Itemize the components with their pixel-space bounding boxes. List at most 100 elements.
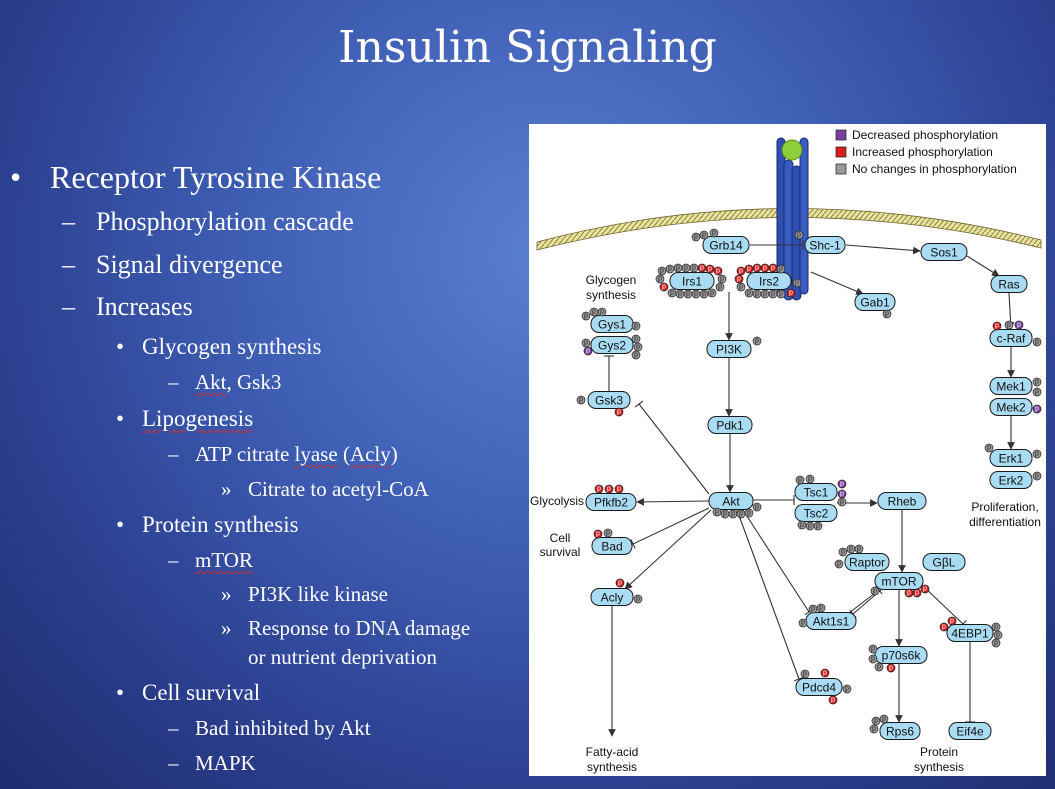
- node-mek1: Mek1: [989, 377, 1033, 395]
- node-ebp1: 4EBP1: [946, 624, 994, 642]
- node-acly: Acly: [590, 588, 634, 606]
- edge-sos1-to-ras: [966, 255, 1000, 277]
- svg-text:p: p: [1035, 389, 1039, 396]
- node-label-gab1: Gab1: [860, 296, 890, 310]
- phospho-site-mek1-0: p: [1032, 377, 1042, 387]
- svg-text:p: p: [816, 523, 820, 530]
- phospho-site-irs1-10: p: [659, 282, 669, 292]
- edge-akt-to-akt1s1: [742, 509, 810, 613]
- phospho-site-tsc2-1: p: [805, 521, 815, 531]
- phospho-site-tsc1-4: p: [837, 497, 847, 507]
- node-shc1: Shc-1: [804, 236, 846, 254]
- svg-text:p: p: [808, 523, 812, 530]
- svg-text:p: p: [720, 276, 724, 283]
- node-mtor: mTOR: [874, 572, 924, 590]
- node-label-mtor: mTOR: [881, 575, 916, 589]
- svg-text:p: p: [907, 590, 911, 597]
- node-gbl: GβL: [922, 553, 966, 571]
- bullet-mapk: –MAPK: [168, 751, 256, 775]
- svg-text:p: p: [596, 531, 600, 538]
- phospho-site-irs1-8: p: [717, 274, 727, 284]
- phospho-site-irs1-7: p: [713, 266, 723, 276]
- svg-text:p: p: [702, 232, 706, 239]
- svg-text:p: p: [763, 291, 767, 298]
- node-label-p70s6k: p70s6k: [882, 649, 922, 663]
- svg-text:p: p: [618, 580, 622, 587]
- node-label-sos1: Sos1: [930, 246, 958, 260]
- svg-text:p: p: [811, 606, 815, 613]
- phospho-site-ebp1-3: p: [993, 630, 1003, 640]
- phospho-site-mek1-1: p: [1032, 387, 1042, 397]
- phospho-site-raptor-2: p: [854, 544, 864, 554]
- svg-text:p: p: [694, 291, 698, 298]
- node-label-pdk1: Pdk1: [716, 419, 744, 433]
- svg-text:p: p: [871, 646, 875, 653]
- label-cell2: survival: [540, 545, 581, 559]
- phospho-site-gys2-1: p: [583, 346, 593, 356]
- phospho-site-gys1-0: p: [581, 311, 591, 321]
- node-irs2: Irs2: [746, 272, 792, 290]
- phospho-site-gys1-1: p: [589, 307, 599, 317]
- phospho-site-irs1-0: p: [657, 266, 667, 276]
- node-pdk1: Pdk1: [707, 416, 753, 434]
- node-label-akt1s1: Akt1s1: [813, 615, 850, 629]
- svg-text:p: p: [668, 266, 672, 273]
- svg-text:p: p: [670, 290, 674, 297]
- phospho-site-grb14-0: p: [691, 232, 701, 242]
- phospho-site-irs2-5: p: [776, 264, 786, 274]
- phospho-site-tsc2-0: p: [797, 520, 807, 530]
- node-label-craf: c-Raf: [997, 332, 1026, 346]
- phospho-site-irs1-13: p: [683, 289, 693, 299]
- phospho-site-irs1-6: p: [705, 264, 715, 274]
- legend-swatch-1: [835, 146, 847, 158]
- svg-text:p: p: [795, 280, 799, 287]
- phospho-site-irs2-14: p: [786, 288, 796, 298]
- phospho-site-irs1-4: p: [689, 263, 699, 273]
- phospho-site-gys1-2: p: [597, 307, 607, 317]
- label-glycolysis: Glycolysis: [530, 494, 584, 508]
- inhibit-bar-akt-to-pdcd4: [794, 676, 804, 682]
- phospho-site-irs2-0: p: [736, 266, 746, 276]
- legend-label-1: Increased phosphorylation: [852, 145, 993, 159]
- label-fatty2: synthesis: [587, 760, 637, 774]
- label-glycogen2: synthesis: [586, 288, 636, 302]
- phospho-site-akt-5: p: [752, 502, 762, 512]
- node-pdcd4: Pdcd4: [795, 678, 843, 696]
- bullet-pi3k-like: »PI3K like kinase: [221, 582, 388, 606]
- phospho-site-gsk3-0: p: [576, 395, 586, 405]
- svg-text:p: p: [823, 670, 827, 677]
- phospho-site-bad-1: p: [603, 528, 613, 538]
- svg-text:p: p: [607, 486, 611, 493]
- phospho-site-gys2-2: p: [631, 334, 641, 344]
- phospho-site-rps6-1: p: [869, 724, 879, 734]
- svg-text:p: p: [597, 486, 601, 493]
- svg-text:p: p: [837, 561, 841, 568]
- svg-text:p: p: [840, 481, 844, 488]
- phospho-site-craf-1: p: [1004, 320, 1014, 330]
- node-label-mek2: Mek2: [996, 401, 1026, 415]
- phospho-site-irs2-2: p: [752, 263, 762, 273]
- svg-text:p: p: [662, 284, 666, 291]
- edge-rec-to-gab1: [810, 271, 864, 295]
- svg-text:p: p: [737, 276, 741, 283]
- svg-text:p: p: [660, 268, 664, 275]
- phospho-site-irs2-7: p: [736, 282, 746, 292]
- node-label-pi3k: PI3K: [716, 343, 742, 357]
- svg-text:p: p: [771, 291, 775, 298]
- node-label-tsc1: Tsc1: [804, 486, 829, 500]
- svg-text:p: p: [584, 340, 588, 347]
- svg-text:p: p: [779, 266, 783, 273]
- phospho-site-irs2-6: p: [734, 274, 744, 284]
- svg-text:p: p: [755, 338, 759, 345]
- svg-text:p: p: [592, 309, 596, 316]
- phospho-site-akt-0: p: [712, 507, 722, 517]
- bullet-atp-citrate-lyase: –ATP citrate lyase (Acly): [168, 442, 398, 466]
- bullet-lipogenesis: •Lipogenesis: [116, 406, 254, 431]
- phospho-site-pfkfb2-1: p: [604, 484, 614, 494]
- svg-text:p: p: [636, 344, 640, 351]
- phospho-site-irs1-11: p: [667, 288, 677, 298]
- svg-text:p: p: [885, 311, 889, 318]
- phospho-site-gys2-4: p: [631, 350, 641, 360]
- phospho-site-irs2-1: p: [744, 264, 754, 274]
